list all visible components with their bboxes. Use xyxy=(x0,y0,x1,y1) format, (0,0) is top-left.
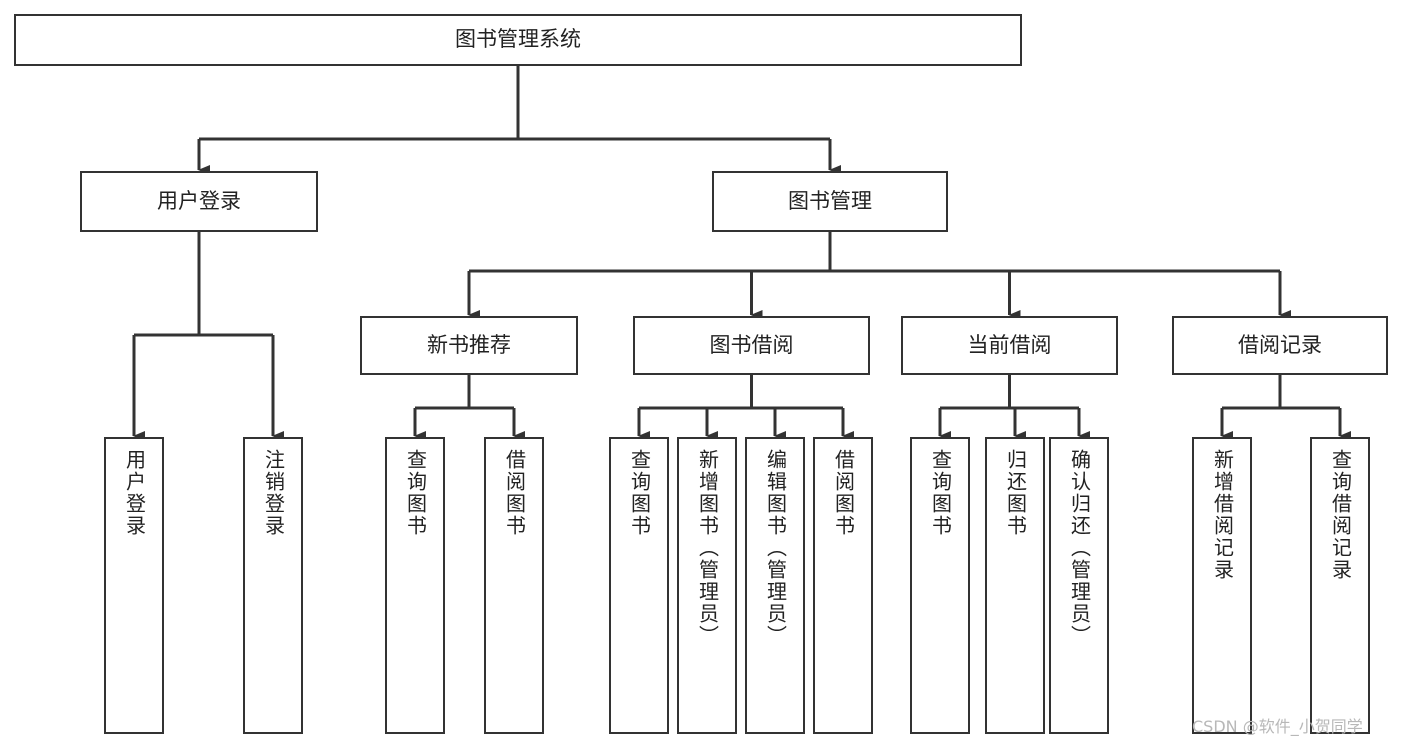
leaf-node[interactable]: 借阅图书 xyxy=(813,437,873,734)
leaf-node[interactable]: 查询图书 xyxy=(910,437,970,734)
node-label: 用户登录 xyxy=(122,449,147,537)
node-label: 查询图书 xyxy=(403,449,428,537)
node-label: 借阅图书 xyxy=(502,449,527,537)
node-label: 新书推荐 xyxy=(427,332,511,357)
node-label: 新增借阅记录 xyxy=(1210,449,1235,581)
leaf-node[interactable]: 归还图书 xyxy=(985,437,1045,734)
node-user-login[interactable]: 用户登录 xyxy=(80,171,318,232)
node-label: 注销登录 xyxy=(261,449,286,537)
node-label: 编辑图书（管理员） xyxy=(763,449,788,647)
leaf-node[interactable]: 用户登录 xyxy=(104,437,164,734)
node-label: 新增图书（管理员） xyxy=(695,449,720,647)
node-label: 图书管理系统 xyxy=(455,27,581,52)
leaf-node[interactable]: 借阅图书 xyxy=(484,437,544,734)
node-label: 归还图书 xyxy=(1003,449,1028,537)
leaf-node[interactable]: 新增借阅记录 xyxy=(1192,437,1252,734)
node-label: 查询图书 xyxy=(928,449,953,537)
node-label: 查询图书 xyxy=(627,449,652,537)
leaf-node[interactable]: 确认归还（管理员） xyxy=(1049,437,1109,734)
node-current-borrow[interactable]: 当前借阅 xyxy=(901,316,1118,375)
node-root-system[interactable]: 图书管理系统 xyxy=(14,14,1022,66)
node-label: 图书借阅 xyxy=(709,332,794,357)
node-label: 图书管理 xyxy=(788,188,872,213)
leaf-node[interactable]: 编辑图书（管理员） xyxy=(745,437,805,734)
leaf-node[interactable]: 查询图书 xyxy=(385,437,445,734)
node-label: 当前借阅 xyxy=(967,332,1052,357)
node-borrow-record[interactable]: 借阅记录 xyxy=(1172,316,1388,375)
leaf-node[interactable]: 注销登录 xyxy=(243,437,303,734)
node-label: 用户登录 xyxy=(157,188,241,213)
node-book-management[interactable]: 图书管理 xyxy=(712,171,948,232)
node-label: 确认归还（管理员） xyxy=(1067,449,1092,647)
node-label: 借阅图书 xyxy=(831,449,856,537)
node-new-book-recommend[interactable]: 新书推荐 xyxy=(360,316,578,375)
leaf-node[interactable]: 查询借阅记录 xyxy=(1310,437,1370,734)
node-book-borrow[interactable]: 图书借阅 xyxy=(633,316,870,375)
leaf-node[interactable]: 新增图书（管理员） xyxy=(677,437,737,734)
node-label: 查询借阅记录 xyxy=(1328,449,1353,581)
node-label: 借阅记录 xyxy=(1238,332,1322,357)
leaf-node[interactable]: 查询图书 xyxy=(609,437,669,734)
